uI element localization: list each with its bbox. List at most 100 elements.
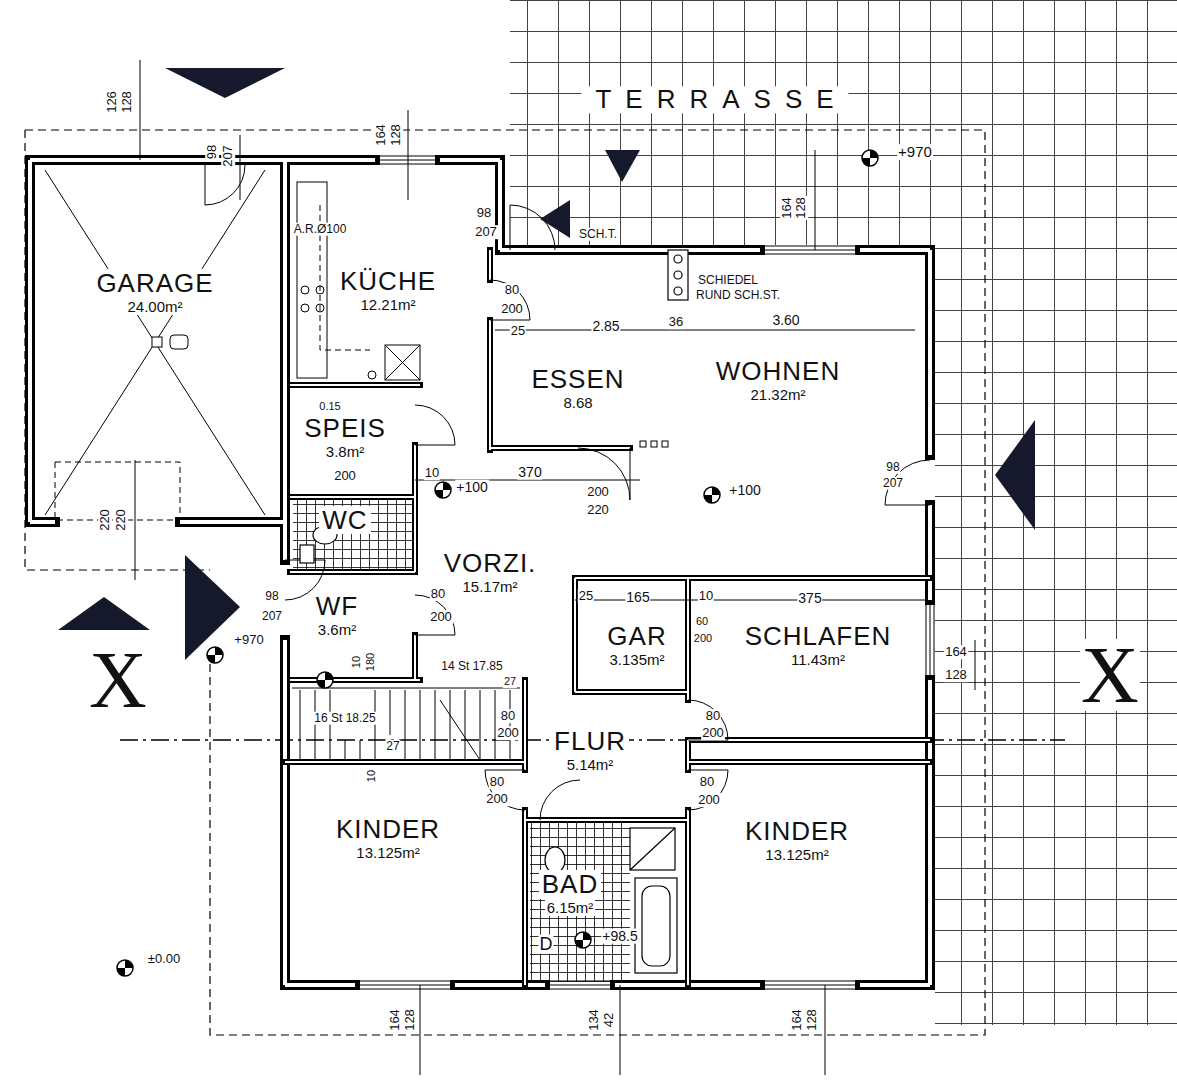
dimension-label: 134 <box>587 1008 601 1032</box>
room: WOHNEN21.32m² <box>660 340 915 440</box>
dimension-label: 220 <box>586 503 610 517</box>
dimension-label: +970 <box>233 633 264 647</box>
dimension-label: 200 <box>429 610 453 624</box>
dimension-label: 165 <box>625 590 650 605</box>
dimension-label: 128 <box>403 1008 417 1032</box>
room-label: VORZI.15.17m² <box>441 549 540 595</box>
dimension-label: 128 <box>794 196 808 220</box>
dimension-label: 98 <box>885 461 900 474</box>
dimension-label: 128 <box>120 90 134 114</box>
dimension-label: 80 <box>430 587 446 601</box>
dimension-label: 128 <box>805 1008 819 1032</box>
dimension-label: 10 <box>366 769 378 783</box>
dimension-label: 60 <box>695 616 709 628</box>
room-area: 8.68 <box>561 394 594 411</box>
room-name: FLUR <box>551 727 629 756</box>
room-label: KINDER13.125m² <box>742 817 852 863</box>
dimension-label: 207 <box>221 144 235 168</box>
room-name: ESSEN <box>528 365 627 394</box>
dimension-label: +970 <box>897 144 933 160</box>
dimension-label: 375 <box>797 591 822 606</box>
dimension-label: 200 <box>701 726 725 740</box>
dimension-label: 27 <box>385 740 400 753</box>
room-name: WC <box>319 506 370 535</box>
dimension-label: SCHIEDEL <box>697 274 759 287</box>
dimension-label: 207 <box>882 477 904 490</box>
room-name: BAD <box>539 870 601 899</box>
room: ESSEN8.68 <box>500 340 660 440</box>
room: BAD6.15m² <box>532 830 628 925</box>
room: WC <box>293 502 413 570</box>
dimension-label: SCH.T. <box>578 228 618 241</box>
dimension-label: RUND SCH.ST. <box>695 289 781 302</box>
dimension-label: 98 <box>264 590 279 603</box>
room-label: WF3.6m² <box>313 592 361 638</box>
room-name: SPEIS <box>301 414 389 443</box>
dimension-label: 164 <box>388 1008 402 1032</box>
dimension-label: 3.60 <box>771 313 800 328</box>
room-label: KINDER13.125m² <box>333 815 443 861</box>
dimension-label: 164 <box>780 196 794 220</box>
room-name: KINDER <box>742 817 852 846</box>
dimension-label: 80 <box>699 775 715 789</box>
dimension-label: A.R.Ø100 <box>293 223 348 236</box>
dimension-label: 80 <box>489 775 505 789</box>
dimension-label: 180 <box>365 652 377 672</box>
dimension-label: 80 <box>504 283 520 297</box>
dimension-label: ±0.00 <box>147 952 181 966</box>
dimension-label: 200 <box>500 302 524 316</box>
dimension-label: 2.85 <box>591 319 620 334</box>
room-area: 12.21m² <box>358 296 417 313</box>
dimension-label: 128 <box>944 668 968 682</box>
dimension-label: 164 <box>790 1008 804 1032</box>
dimension-label: 220 <box>114 508 128 532</box>
dimension-label: 10 <box>698 589 714 603</box>
dimension-label: 164 <box>944 645 968 659</box>
dimension-label: 10 <box>351 655 363 669</box>
room-area: 15.17m² <box>460 578 519 595</box>
dimension-label: TERRASSE <box>581 86 848 113</box>
room-name: KINDER <box>333 815 443 844</box>
room-label: KÜCHE12.21m² <box>337 267 439 313</box>
section-mark: X <box>1080 639 1140 711</box>
dimension-label: 42 <box>602 1012 616 1028</box>
room-area: 3.135m² <box>607 651 666 668</box>
dimension-label: 80 <box>500 709 516 723</box>
room-label: WOHNEN21.32m² <box>713 357 843 403</box>
room-area: 3.8m² <box>324 443 366 460</box>
room-label: GAR3.135m² <box>604 622 669 668</box>
dimension-label: +100 <box>455 480 489 495</box>
dimension-label: 27 <box>503 676 517 688</box>
section-mark: X <box>88 644 148 716</box>
room-label: SCHLAFEN11.43m² <box>742 622 895 668</box>
dimension-label: 200 <box>586 485 610 499</box>
dimension-label: 164 <box>374 123 388 147</box>
room-label: SPEIS3.8m² <box>301 414 389 460</box>
dimension-label: D <box>539 935 554 954</box>
dimension-label: 370 <box>517 465 542 480</box>
dimension-label: 10 <box>424 466 440 480</box>
room: KINDER13.125m² <box>692 770 924 975</box>
dimension-label: 207 <box>261 610 283 623</box>
room-name: GAR <box>604 622 669 651</box>
room: SCHLAFEN11.43m² <box>718 605 918 705</box>
dimension-label: 98 <box>476 206 492 220</box>
room-area: 6.15m² <box>545 899 596 916</box>
dimension-label: 14 St 17.85 <box>440 660 503 673</box>
dimension-label: 200 <box>693 633 713 645</box>
room-label: FLUR5.14m² <box>551 727 629 773</box>
room-area: 5.14m² <box>565 756 616 773</box>
dimension-label: 36 <box>668 315 684 329</box>
dimension-label: 98 <box>205 144 219 160</box>
dimension-label: +100 <box>728 483 762 498</box>
room: KÜCHE12.21m² <box>332 175 487 380</box>
dimension-label: 200 <box>333 469 357 483</box>
room-area: 24.00m² <box>125 298 184 315</box>
room-area: 3.6m² <box>316 621 358 638</box>
dimension-label: 16 St 18.25 <box>313 712 376 725</box>
room-label: ESSEN8.68 <box>528 365 627 411</box>
dimension-label: 207 <box>474 225 498 239</box>
dimension-label: 200 <box>485 792 509 806</box>
dimension-label: 200 <box>496 726 520 740</box>
